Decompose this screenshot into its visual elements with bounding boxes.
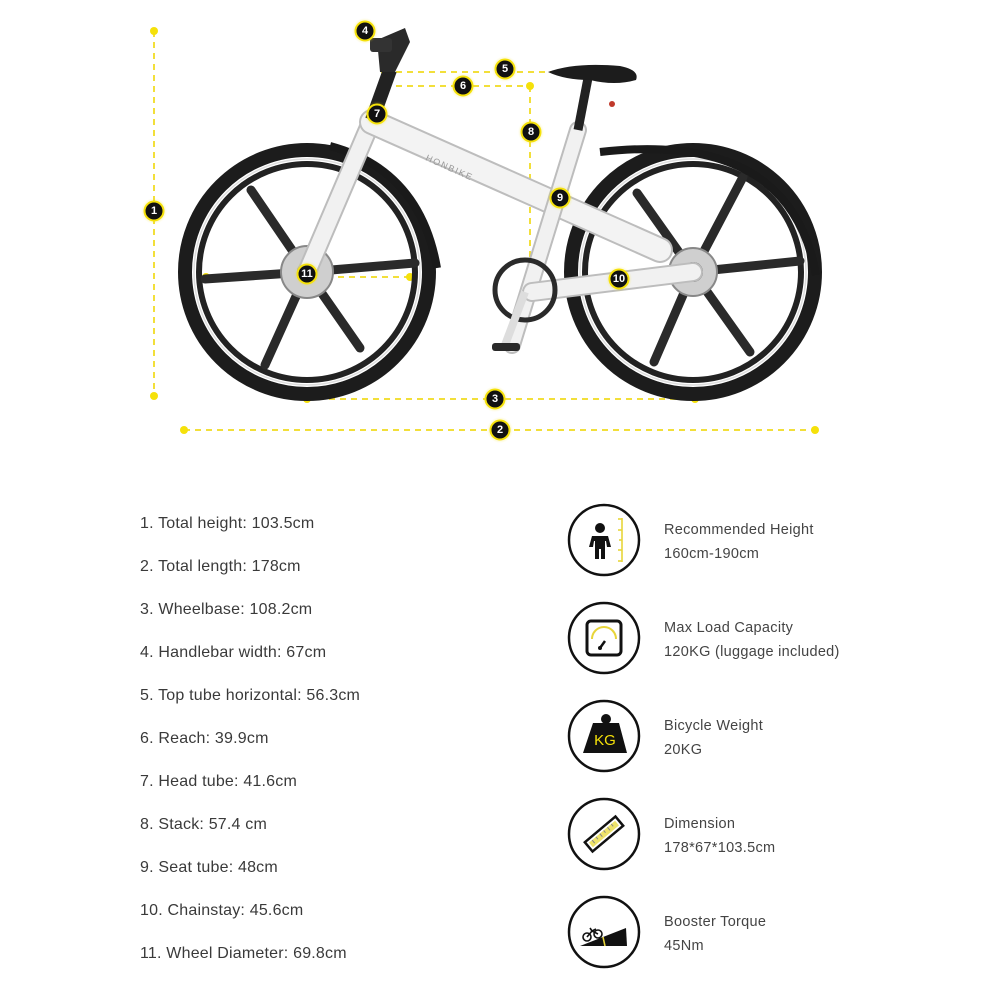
bike-dimension-diagram: HONBIKE 1 2 3 4 5 6 7 8 9 10 11	[141, 18, 822, 443]
spec-head-tube: 7. Head tube: 41.6cm	[140, 773, 297, 790]
feature-bicycle-weight: KG Bicycle Weight 20KG	[565, 699, 985, 797]
marker-7: 7	[364, 101, 390, 127]
feature-max-load: Max Load Capacity 120KG (luggage include…	[565, 601, 985, 699]
feature-list: Recommended Height 160cm-190cm Max Load …	[565, 503, 985, 993]
svg-text:3: 3	[492, 393, 498, 405]
marker-2: 2	[487, 417, 513, 443]
marker-10: 10	[606, 266, 632, 292]
spec-chainstay: 10. Chainstay: 45.6cm	[140, 902, 304, 919]
spec-total-height: 1. Total height: 103.5cm	[140, 515, 315, 532]
svg-text:1: 1	[151, 205, 157, 217]
marker-9: 9	[547, 185, 573, 211]
feature-value: 160cm-190cm	[664, 546, 760, 562]
svg-text:9: 9	[557, 192, 563, 204]
feature-value: 45Nm	[664, 938, 704, 954]
spec-wheel-diameter: 11. Wheel Diameter: 69.8cm	[140, 945, 347, 962]
feature-title: Booster Torque	[664, 914, 767, 930]
spec-seat-tube: 9. Seat tube: 48cm	[140, 859, 278, 876]
person-height-icon	[567, 503, 641, 577]
feature-value: 20KG	[664, 742, 703, 758]
svg-text:4: 4	[362, 25, 369, 37]
svg-text:2: 2	[497, 424, 503, 436]
feature-title: Bicycle Weight	[664, 718, 764, 734]
kg-label: KG	[594, 732, 616, 749]
marker-5: 5	[492, 56, 518, 82]
spec-top-tube: 5. Top tube horizontal: 56.3cm	[140, 687, 361, 704]
feature-value: 178*67*103.5cm	[664, 840, 776, 856]
spec-reach: 6. Reach: 39.9cm	[140, 730, 269, 747]
feature-title: Max Load Capacity	[664, 620, 794, 636]
feature-booster-torque: Booster Torque 45Nm	[565, 895, 985, 993]
spec-stack: 8. Stack: 57.4 cm	[140, 816, 268, 833]
feature-value: 120KG (luggage included)	[664, 644, 840, 660]
bike-frame: HONBIKE	[297, 109, 703, 354]
feature-dimension: Dimension 178*67*103.5cm	[565, 797, 985, 895]
spec-total-length: 2. Total length: 178cm	[140, 558, 301, 575]
markers: 1 2 3 4 5 6 7 8 9 10 11	[141, 18, 632, 443]
feature-title: Recommended Height	[664, 522, 814, 538]
kg-weight-icon: KG	[567, 699, 641, 773]
marker-1: 1	[141, 198, 167, 224]
spec-handlebar-width: 4. Handlebar width: 67cm	[140, 644, 327, 661]
ruler-icon	[567, 797, 641, 871]
bike-incline-icon	[567, 895, 641, 969]
svg-text:8: 8	[528, 126, 534, 138]
saddle	[548, 64, 637, 131]
svg-text:6: 6	[460, 80, 466, 92]
feature-recommended-height: Recommended Height 160cm-190cm	[565, 503, 985, 601]
marker-8: 8	[518, 119, 544, 145]
scale-gauge-icon	[567, 601, 641, 675]
marker-3: 3	[482, 386, 508, 412]
svg-text:7: 7	[374, 108, 380, 120]
spec-wheelbase: 3. Wheelbase: 108.2cm	[140, 601, 313, 618]
marker-11: 11	[294, 261, 320, 287]
svg-text:11: 11	[301, 268, 313, 280]
marker-4: 4	[352, 18, 378, 44]
feature-title: Dimension	[664, 816, 736, 832]
drivetrain	[492, 257, 558, 351]
marker-6: 6	[450, 73, 476, 99]
dimension-spec-list: 1. Total height: 103.5cm 2. Total length…	[140, 508, 540, 981]
svg-text:10: 10	[613, 273, 625, 285]
svg-text:5: 5	[502, 63, 508, 75]
